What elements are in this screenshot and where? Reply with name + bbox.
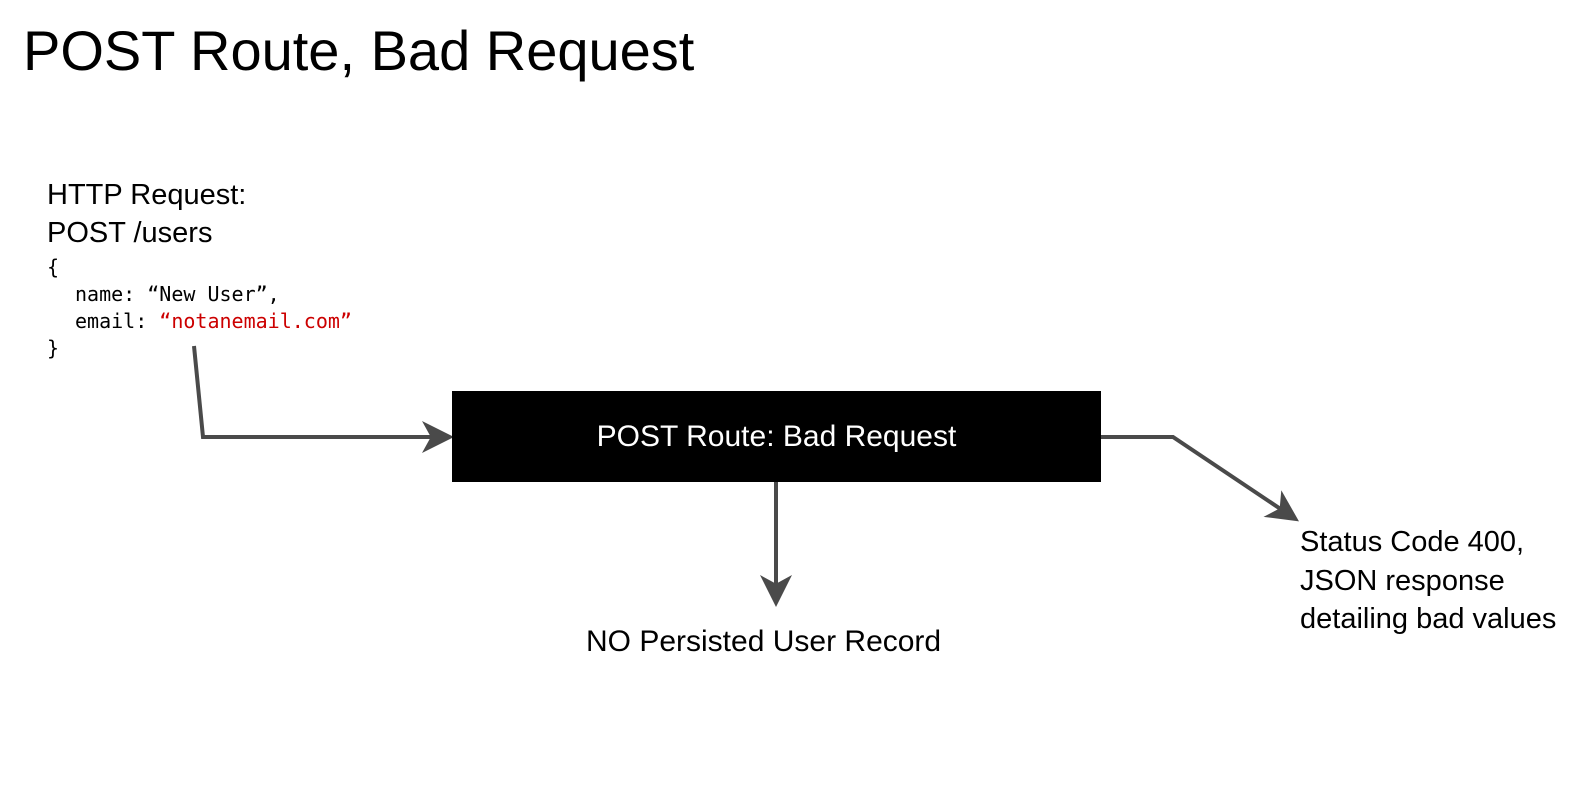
code-email-key: email: [75, 309, 160, 333]
request-body-code: { name: “New User”, email: “notanemail.c… [47, 254, 352, 362]
post-route-box: POST Route: Bad Request [452, 391, 1101, 482]
route-to-response-arrow [1101, 435, 1299, 522]
code-name-value: “New User”, [147, 282, 280, 306]
request-heading: HTTP Request: [47, 179, 247, 211]
code-close-brace: } [47, 336, 60, 360]
request-method-path: POST /users [47, 217, 213, 249]
request-to-route-arrow [192, 345, 454, 453]
code-name-line: name: “New User”, [47, 281, 352, 308]
route-box-label: POST Route: Bad Request [596, 419, 957, 453]
response-outcome-label: Status Code 400, JSON response detailing… [1300, 526, 1557, 635]
code-open-brace: { [47, 255, 60, 279]
http-request-block: HTTP Request: POST /users { name: “New U… [47, 176, 352, 362]
slide-title: POST Route, Bad Request [23, 19, 695, 82]
code-email-line: email: “notanemail.com” [47, 308, 352, 335]
code-name-key: name: [75, 282, 148, 306]
code-email-invalid-value: “notanemail.com” [159, 309, 352, 333]
persistence-outcome-label: NO Persisted User Record [586, 625, 942, 658]
